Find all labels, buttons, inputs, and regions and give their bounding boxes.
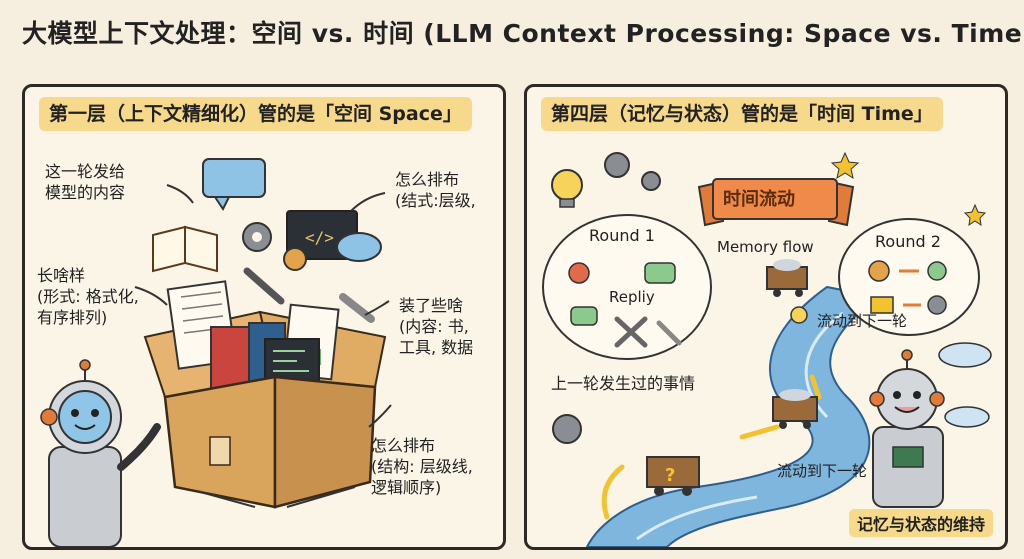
chat-icon-small	[570, 306, 598, 326]
memory-flow-label: Memory flow	[717, 238, 814, 256]
label-looks-line3: 有序排列)	[37, 308, 108, 327]
chat-icon	[644, 262, 676, 284]
robot-right	[869, 349, 945, 508]
cloud-icon-small	[944, 406, 990, 428]
time-illustration: ?	[542, 151, 992, 547]
round1-label: Round 1	[589, 226, 655, 245]
space-panel: </> 第一层（上下文精细	[22, 84, 506, 550]
chat-bubble-icon	[202, 158, 266, 198]
label-content-line1: 这一轮发给	[45, 162, 126, 181]
flow-to-next-top-label: 流动到下一轮	[817, 312, 908, 330]
refresh-icon	[927, 261, 947, 281]
label-content: 这一轮发给 模型的内容	[45, 161, 125, 203]
label-contains-line2: (内容: 书,	[399, 317, 469, 336]
box-front-right	[273, 375, 377, 509]
label-content-line2: 模型的内容	[45, 183, 126, 202]
page-title: 大模型上下文处理：空间 vs. 时间 (LLM Context Processi…	[22, 19, 1024, 48]
lightbulb-icon-small	[790, 306, 808, 324]
lightbulb-icon	[551, 169, 583, 201]
previous-events-label: 上一轮发生过的事情	[551, 374, 696, 393]
mail-icon	[870, 296, 894, 314]
label-looks-line1: 长啥样	[37, 266, 86, 285]
label-layout-bottom-line3: 逻辑顺序)	[371, 478, 442, 497]
time-flow-label: 时间流动	[723, 189, 795, 210]
space-illustration: </>	[40, 158, 392, 547]
speech-bubble-icon	[336, 232, 382, 262]
question-icon	[568, 262, 590, 284]
star-icon	[830, 151, 860, 180]
cloud-icon	[938, 342, 992, 368]
label-contains-line3: 工具, 数据	[399, 338, 474, 357]
label-looks-line2: (形式: 格式化,	[37, 287, 139, 306]
flow-to-next-bottom-label: 流动到下一轮	[777, 462, 868, 480]
label-layout-bottom-line2: (结构: 层级线,	[371, 457, 473, 476]
label-contains-line1: 装了些啥	[399, 296, 464, 315]
mine-cart-top	[766, 259, 808, 297]
gear-icon-top	[604, 152, 630, 178]
round1-reply-label: Repliy	[609, 288, 655, 306]
flow-arrows	[601, 374, 822, 520]
gear-icon	[868, 260, 890, 282]
label-layout-top-line2: (结式:层级,	[395, 191, 476, 210]
pointer-arrows	[134, 184, 392, 508]
wrench-icon	[656, 320, 682, 346]
mine-cart-bottom: ?	[646, 456, 700, 496]
robot-left	[40, 359, 161, 547]
gear-icon-bottom	[552, 414, 582, 444]
gear-icon-small	[283, 247, 307, 271]
label-layout-bottom: 怎么排布 (结构: 层级线, 逻辑顺序)	[371, 435, 473, 498]
hammer-icon	[243, 267, 285, 305]
gear-icon-grey	[927, 295, 947, 315]
label-contains: 装了些啥 (内容: 书, 工具, 数据	[399, 295, 473, 358]
label-looks: 长啥样 (形式: 格式化, 有序排列)	[37, 265, 139, 328]
label-layout-top: 怎么排布 (结式:层级,	[395, 169, 476, 211]
space-banner: 第一层（上下文精细化）管的是「空间 Space」	[39, 97, 472, 131]
star-icon-small	[963, 203, 987, 227]
round2-label: Round 2	[875, 232, 941, 251]
wrench-icon	[339, 293, 375, 323]
svg-text:</>: </>	[305, 228, 334, 247]
tools-icon	[614, 316, 648, 348]
time-flow-ribbon	[712, 178, 838, 220]
time-banner: 第四层（记忆与状态）管的是「时间 Time」	[541, 97, 943, 131]
mine-cart-middle	[772, 389, 818, 429]
open-book-icon	[152, 225, 186, 273]
label-layout-bottom-line1: 怎么排布	[371, 436, 436, 455]
label-layout-top-line1: 怎么排布	[395, 170, 460, 189]
memory-state-tag: 记忆与状态的维持	[848, 509, 993, 537]
time-panel: ?	[524, 84, 1008, 550]
svg-text:?: ?	[665, 465, 675, 486]
